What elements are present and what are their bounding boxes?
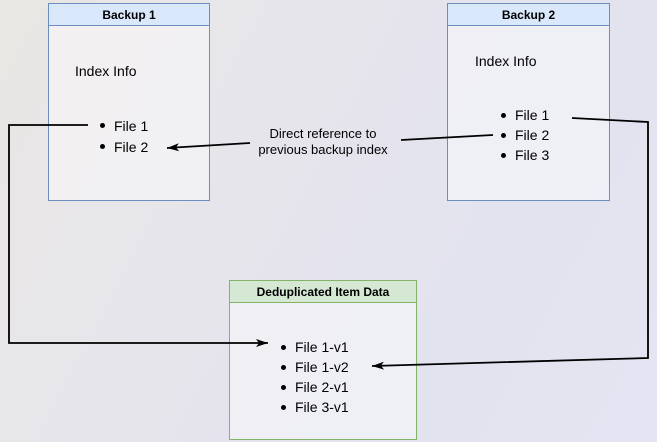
bullet-icon <box>100 144 105 149</box>
edge-label-line-1: Direct reference to <box>269 126 377 141</box>
list-item: File 1-v2 <box>281 357 349 377</box>
file-label: File 2 <box>114 138 149 155</box>
bullet-icon <box>501 132 506 138</box>
file-label: File 3 <box>515 147 550 163</box>
direct-reference-edge-label: Direct reference to previous backup inde… <box>243 126 403 158</box>
file-label: File 2-v1 <box>295 379 349 395</box>
file-label: File 3-v1 <box>295 399 349 415</box>
backup-2-file-list: File 1 File 2 File 3 <box>501 105 549 165</box>
list-item: File 1-v1 <box>281 337 349 357</box>
file-label: File 1 <box>114 117 149 134</box>
bullet-icon <box>501 112 506 118</box>
node-backup-1-title: Backup 1 <box>49 4 209 26</box>
bullet-icon <box>281 344 286 350</box>
node-backup-2-title: Backup 2 <box>448 4 609 26</box>
backup-1-index-info-label: Index Info <box>75 63 137 79</box>
list-item: File 2-v1 <box>281 377 349 397</box>
file-label: File 1-v2 <box>295 359 349 375</box>
node-dedup-title: Deduplicated Item Data <box>230 281 416 303</box>
backup-2-index-info-label: Index Info <box>475 53 537 69</box>
list-item: File 1 <box>501 105 549 125</box>
bullet-icon <box>281 384 286 390</box>
bullet-icon <box>281 364 286 370</box>
bullet-icon <box>100 123 105 128</box>
list-item: File 2 <box>100 136 148 157</box>
node-backup-1: Backup 1 <box>48 3 210 201</box>
list-item: File 2 <box>501 125 549 145</box>
dedup-file-list: File 1-v1 File 1-v2 File 2-v1 File 3-v1 <box>281 337 349 417</box>
list-item: File 3 <box>501 145 549 165</box>
node-backup-1-body <box>49 26 209 200</box>
bullet-icon <box>501 152 506 158</box>
file-label: File 1 <box>515 107 550 123</box>
file-label: File 1-v1 <box>295 339 349 355</box>
list-item: File 1 <box>100 115 148 136</box>
list-item: File 3-v1 <box>281 397 349 417</box>
file-label: File 2 <box>515 127 550 143</box>
node-backup-2: Backup 2 <box>447 3 610 201</box>
edge-label-line-2: previous backup index <box>258 142 388 157</box>
backup-1-file-list: File 1 File 2 <box>100 115 148 157</box>
bullet-icon <box>281 404 286 410</box>
